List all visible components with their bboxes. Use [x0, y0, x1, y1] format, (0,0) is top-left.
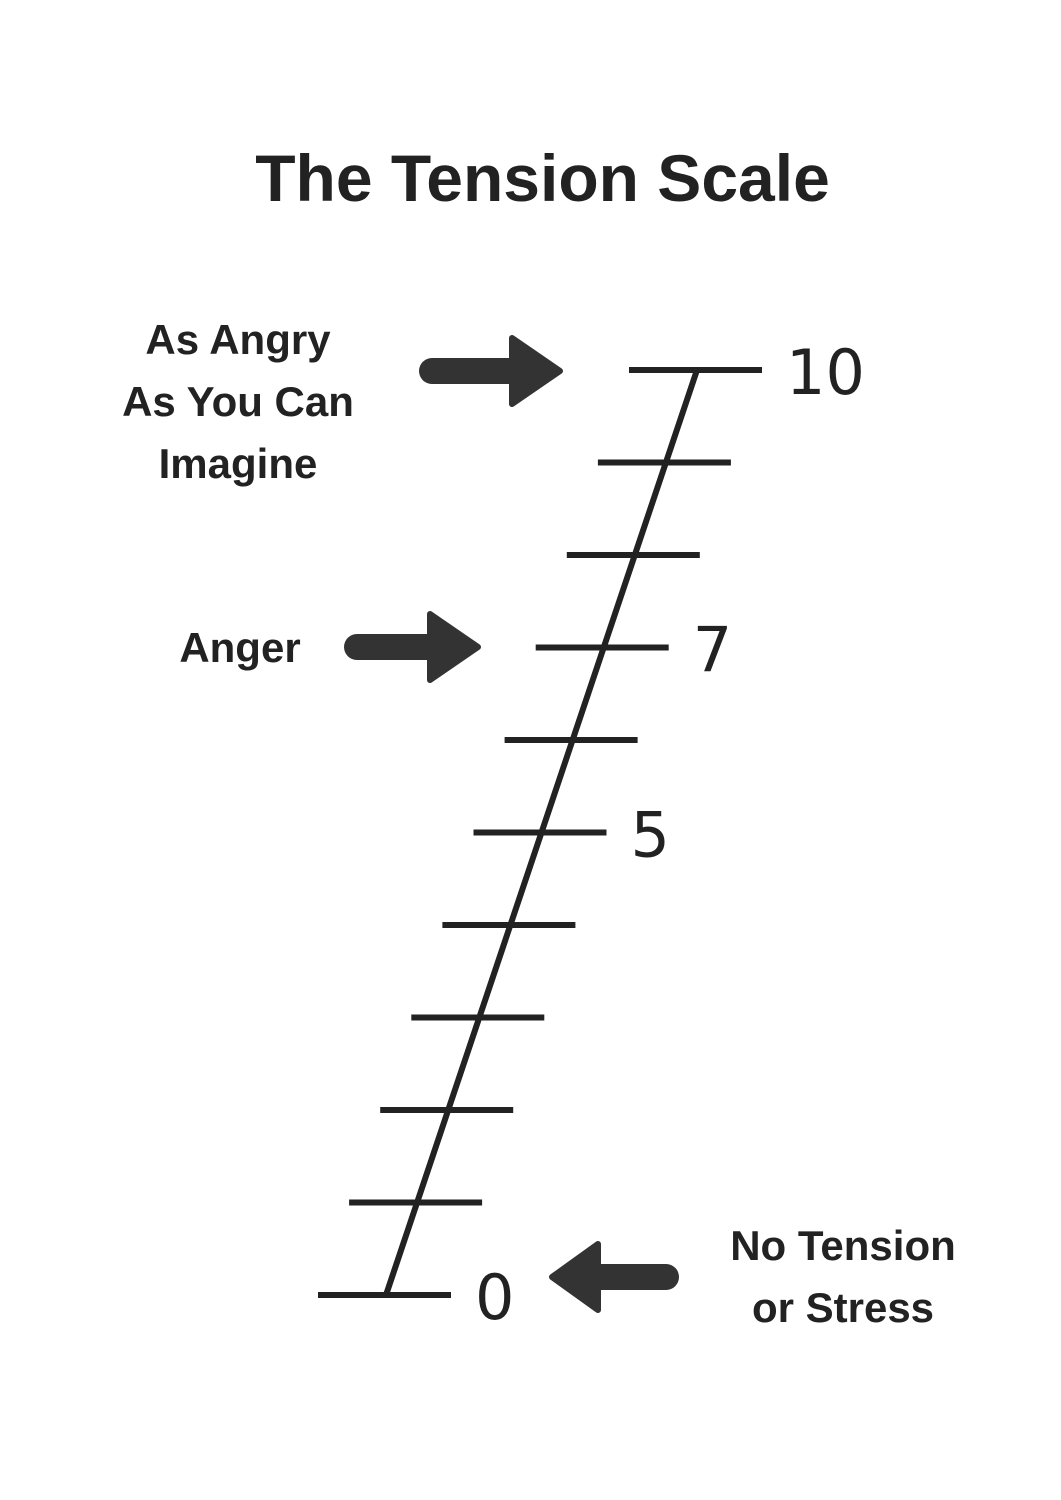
- annotation-line: or Stress: [751, 1284, 935, 1331]
- arrow-left-icon: [549, 1241, 679, 1313]
- annotation-no-tension: No Tension or Stress: [690, 1215, 996, 1339]
- page-title: The Tension Scale: [255, 141, 830, 215]
- scale-label-10: 10: [786, 336, 865, 409]
- arrow-right-icon: [344, 611, 481, 683]
- scale-ticks: [318, 367, 762, 1298]
- scale-label-0: 0: [475, 1261, 514, 1334]
- annotation-line: As You Can: [122, 378, 354, 425]
- annotation-anger: Anger: [140, 617, 340, 679]
- annotation-angriest: As Angry As You Can Imagine: [88, 309, 388, 495]
- annotation-line: No Tension: [730, 1222, 956, 1269]
- arrow-right-icon: [419, 335, 563, 407]
- annotation-line: As Angry: [145, 316, 331, 363]
- scale-label-5: 5: [631, 799, 670, 872]
- annotation-line: Anger: [179, 624, 301, 671]
- annotation-line: Imagine: [158, 440, 318, 487]
- scale-label-7: 7: [693, 614, 732, 687]
- scale-numbers: 10 7 5 0: [475, 336, 865, 1334]
